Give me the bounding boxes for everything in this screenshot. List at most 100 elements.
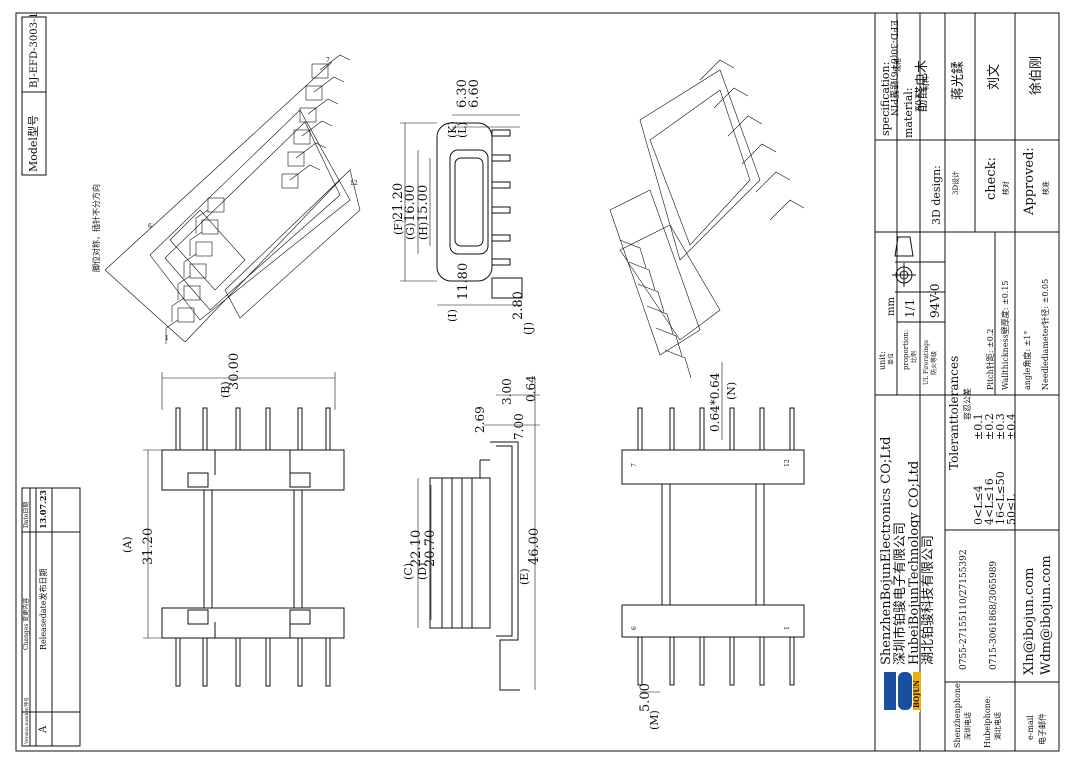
dim-f-value: 21.20 [391, 183, 406, 220]
end-view [400, 114, 523, 306]
company-line: 深圳市铂骏电子有限公司 [892, 522, 908, 665]
iso-pin-block [293, 129, 311, 145]
dim-side-4: 0.64 [524, 375, 538, 402]
proportion-cn: 比例 [910, 351, 918, 363]
dim-l-value: 6.60 [467, 79, 482, 108]
bottom-view [621, 362, 805, 693]
pin-label-6-bottom: 6 [631, 626, 638, 630]
isometric-view-right [609, 59, 805, 379]
iso-pin [295, 142, 327, 159]
pin-top [325, 407, 331, 453]
pin-bottom [202, 635, 208, 687]
unit-label: unit: [878, 351, 887, 370]
dim-c-value: 22.10 [409, 530, 424, 567]
dim-j-label: (J) [522, 322, 535, 335]
dim-d-label: (D) [416, 563, 429, 580]
dim-a-value: 31.20 [141, 528, 156, 565]
design-value: 蒋光鍒 [950, 61, 966, 100]
changes-header-date: Date日期 [22, 502, 30, 528]
material-cn: 材料 [921, 76, 930, 90]
dim-k-label: (K) [446, 121, 459, 138]
pin-bottom [235, 635, 241, 687]
dim-j-value: 2.80 [511, 291, 526, 320]
iso-pin [637, 283, 665, 313]
model-box: Model型号 BJ-EFD-3003-1 [21, 12, 47, 176]
dim-c-label: (C) [402, 563, 415, 580]
fire-cn: 防火等级 [930, 351, 938, 375]
iso-pin [289, 164, 321, 181]
iso-pin-block [201, 219, 219, 235]
material-label: material: [902, 88, 915, 138]
iso-pin [307, 98, 339, 115]
pin-top [235, 407, 241, 453]
end-pin [491, 154, 511, 162]
dim-side-3: 7.00 [512, 413, 526, 440]
dim-side-1: 2.69 [473, 406, 487, 433]
pin-bottom [669, 634, 675, 686]
tolerance-range: 4<L≤16 [983, 478, 996, 525]
iso-pin-block [305, 85, 323, 101]
iso-pin-block [189, 263, 207, 279]
pin-top [175, 407, 181, 453]
end-tab [491, 277, 523, 299]
iso-pin [713, 87, 749, 109]
dim-g-label: (G) [404, 223, 417, 240]
tolerance-value: ±0.2 [983, 413, 996, 440]
unit-cn: 单位 [887, 353, 895, 365]
sz-phone-cn: 深圳电话 [963, 712, 972, 740]
proportion-label: proportion: [902, 330, 910, 370]
iso-pin [727, 115, 763, 137]
model-value: BJ-EFD-3003-1 [29, 12, 40, 88]
projection-symbol-icon [892, 236, 916, 287]
dim-h-label: (H) [417, 222, 430, 240]
approved-cn: 核准 [1041, 181, 1050, 195]
pin-label-7-left: 7 [326, 57, 330, 64]
changes-row-version: A [38, 725, 49, 734]
dim-b-value: 30.00 [227, 353, 242, 390]
approved-label: Approved: [1022, 147, 1037, 216]
fire-label: UL Fireratings [923, 340, 930, 385]
pin-top [297, 407, 303, 453]
changes-header-change: Changes 变更内容 [22, 598, 30, 650]
proportion-value: 1/1 [903, 299, 917, 318]
pin-label-1-bottom: 1 [784, 626, 791, 630]
pin-label-6-left: 6 [148, 223, 152, 230]
iso-pin-block [281, 173, 299, 189]
pin-note: 脚位对称，插针不分方向 [91, 184, 101, 272]
email-cn: 电子邮件 [1037, 713, 1047, 745]
iso-pin [655, 327, 683, 357]
tolerance-range: 50≤L [1005, 494, 1018, 525]
end-pin [491, 129, 511, 137]
dim-i-label: (I) [446, 309, 459, 322]
pin-top [202, 407, 208, 453]
approved-value: 徐伯刚 [1029, 56, 1044, 95]
dim-b-label: (B) [219, 381, 232, 398]
iso-pin [183, 253, 197, 278]
iso-pin [769, 199, 805, 221]
pin-bottom [759, 634, 765, 686]
dim-e-label: (E) [518, 568, 531, 585]
end-pin [491, 181, 511, 189]
tolerance-value: ±0.4 [1005, 413, 1018, 440]
title-block [875, 13, 1059, 751]
pin-top [759, 407, 765, 453]
tolerance-note: Needlediameter针径: ±0.05 [1040, 279, 1050, 390]
hb-phone-label: Hubeiphone: [983, 696, 992, 748]
company-line: ShenzhenBojunElectronics CO;Ltd [879, 437, 894, 665]
changes-table: Version number/序号 Changes 变更内容 Date日期 A … [21, 487, 81, 747]
dim-m-value: 5.00 [638, 683, 653, 712]
iso-pin [741, 143, 777, 165]
sz-phone-label: Shenzhenphone: [953, 681, 962, 748]
iso-pin [313, 76, 345, 93]
dim-f-label: (F) [392, 219, 405, 235]
pin-label-12-bottom: 12 [784, 459, 791, 467]
dim-m-label: (M) [648, 710, 661, 730]
iso-pin-block [207, 197, 225, 213]
iso-pin-block [195, 241, 213, 257]
tolerance-range: 0<L≤4 [972, 485, 985, 525]
dim-g-value: 16.00 [403, 185, 418, 222]
iso-pin [755, 171, 791, 193]
